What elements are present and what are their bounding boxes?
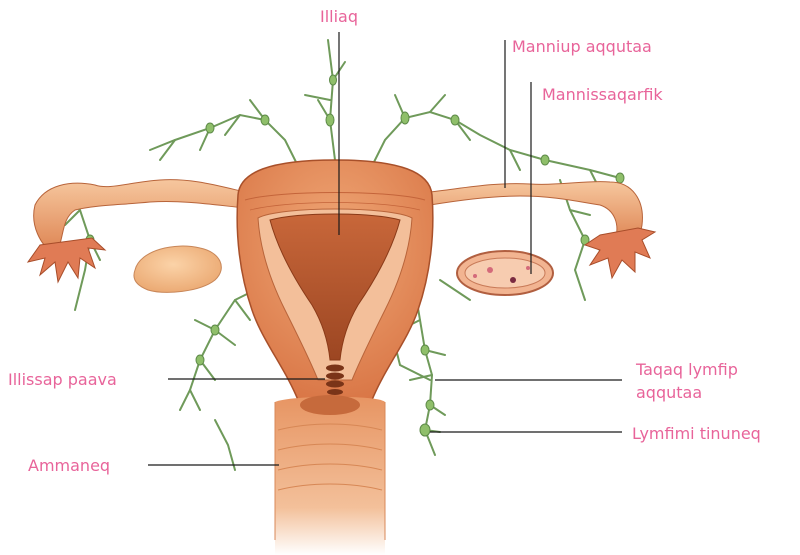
label-lymph-vessel-line1: Taqaq lymfip xyxy=(636,361,738,379)
label-vagina: Ammaneq xyxy=(28,457,110,475)
ovary-left xyxy=(134,246,221,292)
uterus xyxy=(237,160,433,400)
label-lymph-node: Lymfimi tinuneq xyxy=(632,425,761,443)
vagina xyxy=(275,395,385,555)
fimbriae-right xyxy=(585,228,655,278)
fimbriae-left xyxy=(28,238,105,282)
label-uterus: Illiaq xyxy=(320,8,358,26)
label-cervix: Illissap paava xyxy=(8,371,117,389)
ovary-right xyxy=(457,251,553,295)
label-lymph-vessel-line2: aqqutaa xyxy=(636,384,702,402)
label-ovary: Mannissaqarfik xyxy=(542,86,663,104)
label-fallopian-tube: Manniup aqqutaa xyxy=(512,38,652,56)
